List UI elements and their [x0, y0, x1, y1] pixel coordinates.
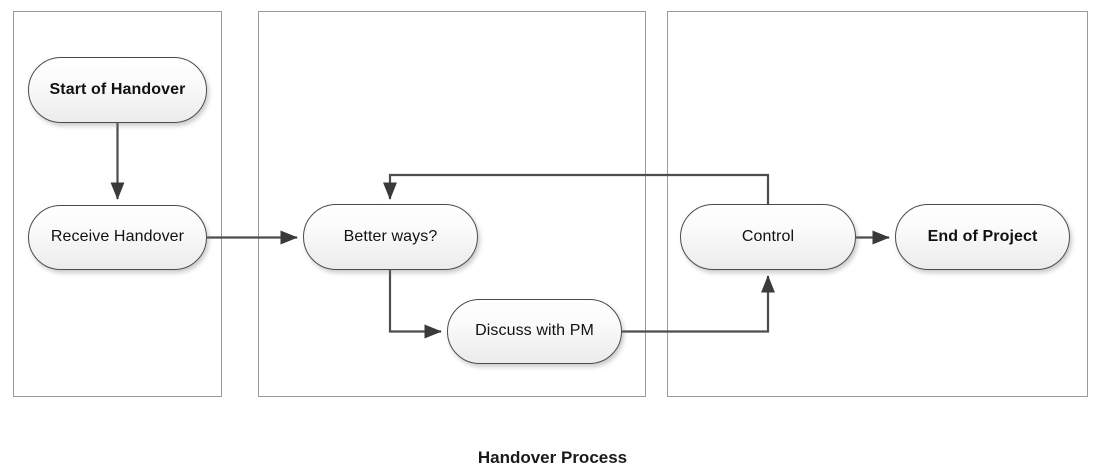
node-label: Start of Handover [49, 80, 186, 98]
node-discuss-with-pm[interactable]: Discuss with PM [447, 299, 622, 364]
phase-lane-2 [258, 11, 646, 397]
node-start-of-handover[interactable]: Start of Handover [28, 57, 207, 123]
node-label: Better ways? [343, 227, 438, 245]
node-better-ways[interactable]: Better ways? [303, 204, 478, 270]
phase-lane-3 [667, 11, 1088, 397]
diagram-caption: Handover Process [477, 448, 628, 467]
node-label: End of Project [927, 227, 1038, 245]
phase-lane-1 [13, 11, 222, 397]
node-label: Discuss with PM [475, 322, 594, 340]
node-label: Control [741, 227, 795, 245]
node-control[interactable]: Control [680, 204, 856, 270]
node-label: Receive Handover [50, 228, 185, 246]
node-end-of-project[interactable]: End of Project [895, 204, 1070, 270]
node-receive-handover[interactable]: Receive Handover [28, 205, 207, 270]
